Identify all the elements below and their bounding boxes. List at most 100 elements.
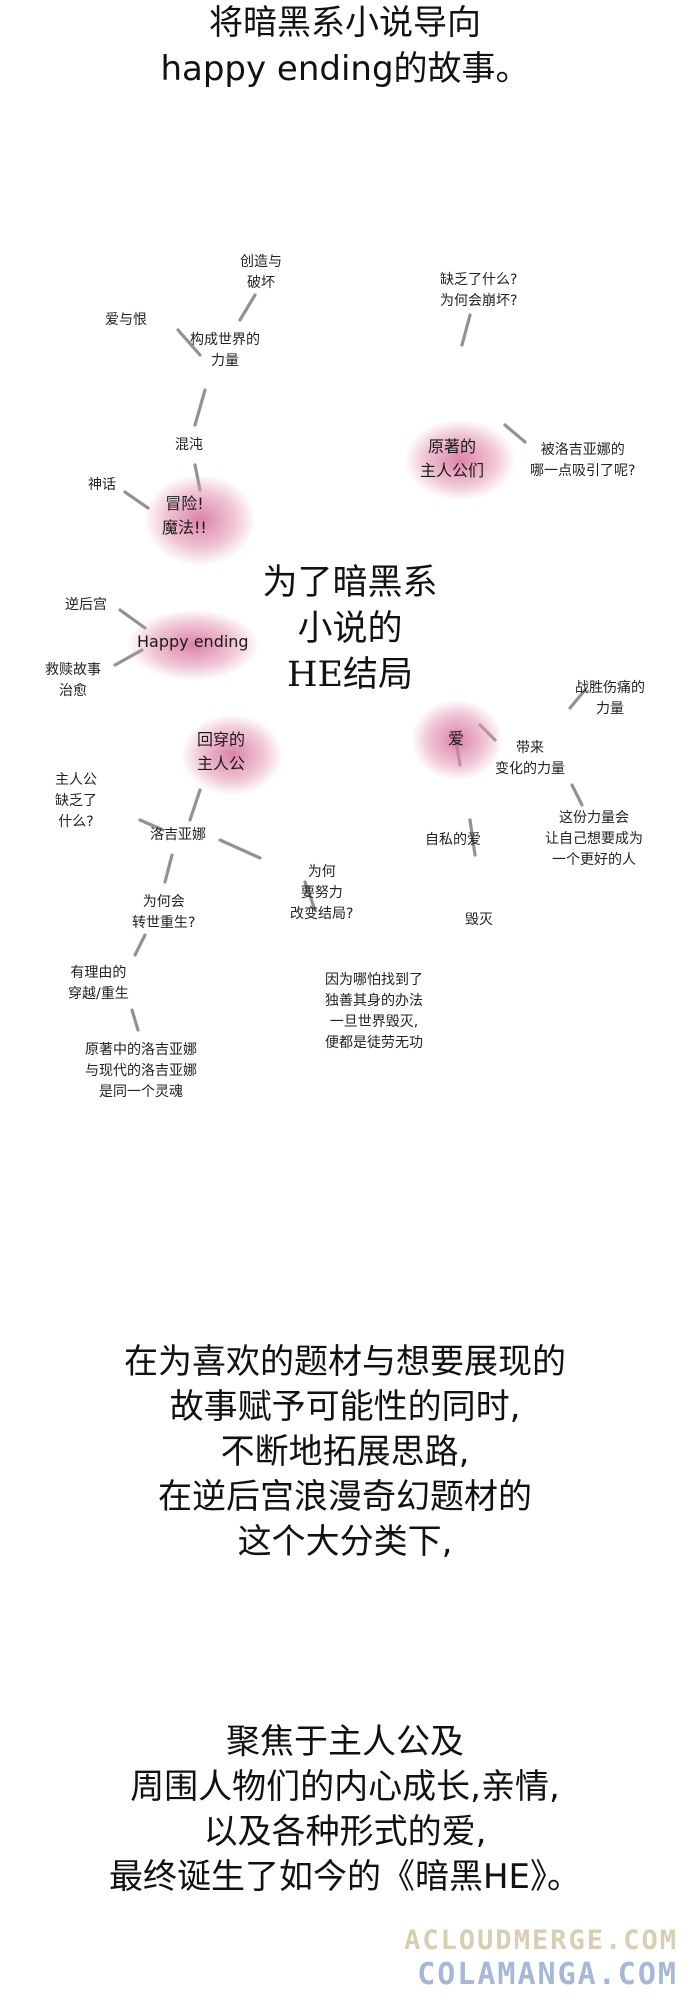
paragraph-line: 在为喜欢的题材与想要展现的 bbox=[124, 1342, 566, 1382]
node-line: 要努力 bbox=[300, 885, 343, 901]
node-lack-collapse: 缺乏了什么? 为何会崩坏? bbox=[440, 270, 517, 312]
highlight-blob bbox=[145, 475, 255, 565]
node-happy-ending: Happy ending bbox=[137, 632, 249, 651]
node-reverse-harem: 逆后宫 bbox=[65, 597, 107, 613]
node-line: 力量 bbox=[596, 701, 624, 717]
connector bbox=[468, 818, 477, 857]
node-destruction: 毁灭 bbox=[465, 912, 493, 928]
node-line: 便都是徒劳无功 bbox=[325, 1035, 423, 1051]
node-why-reincarnate: 为何会 转世重生? bbox=[132, 892, 195, 934]
paragraph-line: 在逆后宫浪漫奇幻题材的 bbox=[158, 1477, 532, 1517]
highlight-blob bbox=[405, 420, 515, 500]
node-line: 回穿的 bbox=[197, 730, 246, 749]
paragraph-line: 聚焦于主人公及 bbox=[226, 1722, 464, 1762]
node-line: 力量 bbox=[211, 353, 239, 369]
node-creation-destruction: 创造与 破坏 bbox=[240, 252, 282, 294]
node-line: 治愈 bbox=[59, 683, 87, 699]
node-protagonist-lack: 主人公 缺乏了 什么? bbox=[55, 770, 97, 833]
node-line: 变化的力量 bbox=[495, 761, 565, 777]
node-line: 带来 bbox=[516, 740, 544, 756]
node-line: 主人公们 bbox=[420, 461, 485, 480]
node-change-power: 带来 变化的力量 bbox=[495, 738, 565, 780]
connector bbox=[218, 838, 262, 860]
highlight-blob bbox=[128, 610, 258, 680]
node-line: 创造与 bbox=[240, 254, 282, 270]
node-line: 让自己想要成为 bbox=[545, 831, 643, 847]
paragraph-line: 故事赋予可能性的同时, bbox=[169, 1387, 521, 1427]
paragraph-line: 这个大分类下, bbox=[237, 1522, 453, 1562]
node-line: 因为哪怕找到了 bbox=[325, 972, 423, 988]
node-reason-transmigration: 有理由的 穿越/重生 bbox=[68, 963, 129, 1005]
node-love: 爱 bbox=[448, 729, 465, 748]
node-line: 构成世界的 bbox=[190, 332, 260, 348]
node-better-person: 这份力量会 让自己想要成为 一个更好的人 bbox=[545, 808, 643, 871]
node-line: 哪一点吸引了呢? bbox=[530, 463, 636, 479]
paragraph-line: 不断地拓展思路, bbox=[220, 1432, 470, 1472]
connector bbox=[570, 783, 584, 807]
node-redemption-healing: 救赎故事 治愈 bbox=[45, 660, 101, 702]
node-line: 被洛吉亚娜的 bbox=[540, 442, 625, 458]
node-line: 这份力量会 bbox=[559, 810, 629, 826]
node-lozhiyana: 洛吉亚娜 bbox=[150, 827, 206, 843]
center-line: 小说的 bbox=[297, 609, 403, 649]
connector bbox=[188, 788, 202, 822]
node-line: 一旦世界毁灭, bbox=[329, 1014, 419, 1030]
node-chaos: 混沌 bbox=[175, 437, 203, 453]
watermark: ACLOUDMERGE.COM COLAMANGA.COM bbox=[404, 1924, 678, 1992]
connector bbox=[503, 423, 527, 444]
node-line: 一个更好的人 bbox=[552, 852, 636, 868]
node-world-power: 构成世界的 力量 bbox=[190, 330, 260, 372]
intro-line: 将暗黑系小说导向 bbox=[209, 3, 481, 43]
mind-map: 为了暗黑系 小说的 HE结局 创造与 破坏 爱与恨 构成世界的 力量 混沌 神话… bbox=[0, 230, 690, 1180]
connector bbox=[133, 933, 147, 957]
paragraph-line: 最终诞生了如今的《暗黑HE》。 bbox=[108, 1857, 582, 1897]
node-adventure-magic: 冒险! 魔法!! bbox=[162, 492, 207, 540]
node-same-soul: 原著中的洛吉亚娜 与现代的洛吉亚娜 是同一个灵魂 bbox=[85, 1040, 197, 1103]
node-line: 缺乏了 bbox=[55, 793, 97, 809]
node-line: 有理由的 bbox=[70, 965, 127, 981]
highlight-blob bbox=[412, 700, 502, 780]
node-line: 魔法!! bbox=[162, 518, 207, 537]
node-line: 主人公 bbox=[55, 772, 97, 788]
paragraph-line: 周围人物们的内心成长,亲情, bbox=[130, 1767, 560, 1807]
connector bbox=[123, 490, 150, 510]
node-line: 救赎故事 bbox=[45, 662, 101, 678]
node-attracted-by: 被洛吉亚娜的 哪一点吸引了呢? bbox=[530, 440, 635, 482]
center-line: HE结局 bbox=[286, 655, 414, 695]
connector bbox=[163, 853, 174, 884]
connector bbox=[138, 818, 165, 832]
connector bbox=[193, 388, 207, 427]
node-line: 破坏 bbox=[247, 275, 275, 291]
mind-map-center: 为了暗黑系 小说的 HE结局 bbox=[190, 560, 510, 698]
node-line: 改变结局? bbox=[290, 906, 354, 922]
node-line: 缺乏了什么? bbox=[440, 272, 518, 288]
node-why-change-ending: 为何 要努力 改变结局? bbox=[290, 862, 353, 925]
node-myth: 神话 bbox=[88, 477, 116, 493]
node-line: 为何会崩坏? bbox=[440, 293, 518, 309]
node-line: 原著的 bbox=[428, 437, 477, 456]
intro-text: 将暗黑系小说导向 happy ending的故事。 bbox=[0, 0, 690, 92]
node-line: 是同一个灵魂 bbox=[99, 1084, 183, 1100]
connector bbox=[130, 1008, 140, 1032]
node-line: 与现代的洛吉亚娜 bbox=[85, 1063, 197, 1079]
connector bbox=[568, 688, 587, 710]
paragraph-two: 聚焦于主人公及 周围人物们的内心成长,亲情, 以及各种形式的爱, 最终诞生了如今… bbox=[0, 1720, 690, 1900]
node-line: 穿越/重生 bbox=[68, 986, 129, 1002]
node-love-hate: 爱与恨 bbox=[105, 312, 147, 328]
connector bbox=[176, 328, 202, 357]
node-line: 什么? bbox=[58, 814, 94, 830]
node-line: 主人公 bbox=[197, 754, 246, 773]
node-returning-protagonist: 回穿的 主人公 bbox=[197, 728, 245, 776]
center-line: 为了暗黑系 bbox=[262, 563, 438, 603]
connector bbox=[460, 313, 472, 347]
connector bbox=[238, 293, 257, 322]
watermark-line: ACLOUDMERGE.COM bbox=[404, 1925, 678, 1956]
node-overcome-pain: 战胜伤痛的 力量 bbox=[575, 678, 645, 720]
node-line: 为何 bbox=[307, 864, 336, 880]
node-line: 冒险! bbox=[165, 494, 204, 513]
node-line: 战胜伤痛的 bbox=[575, 680, 645, 696]
node-line: 原著中的洛吉亚娜 bbox=[85, 1042, 197, 1058]
node-line: 转世重生? bbox=[132, 915, 196, 931]
node-line: 为何会 bbox=[142, 894, 185, 910]
node-selfish-love: 自私的爱 bbox=[425, 832, 481, 848]
